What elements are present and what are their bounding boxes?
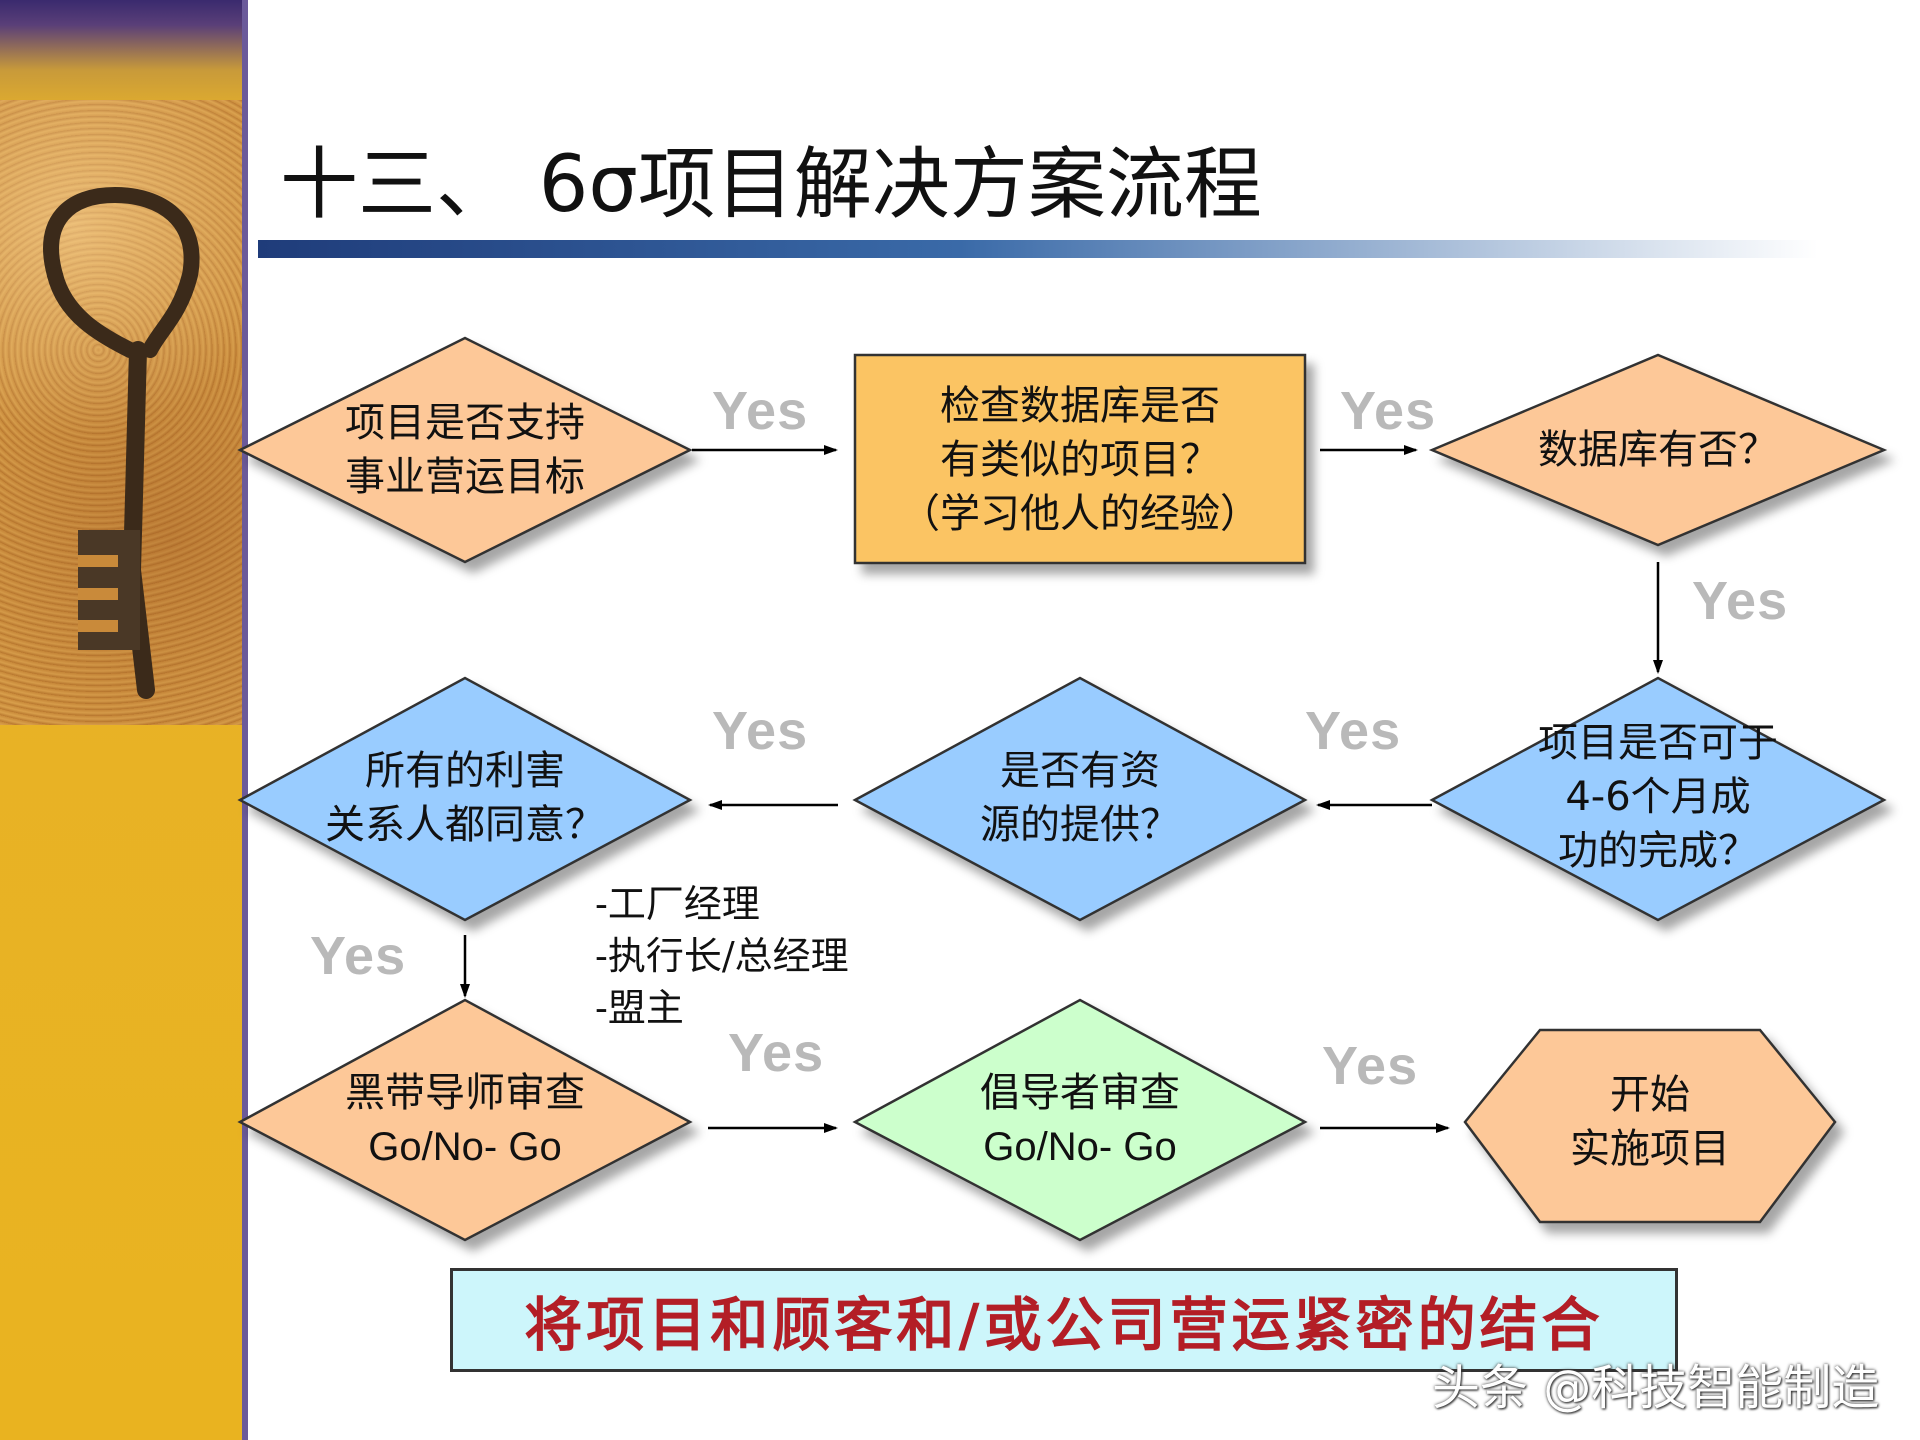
terminal-start-project <box>1463 1028 1837 1224</box>
decision-database-exists <box>1428 353 1888 547</box>
decision-champion-review <box>852 998 1308 1242</box>
yes-label-8: Yes <box>1322 1036 1419 1096</box>
yes-label-1: Yes <box>712 381 809 441</box>
decision-support-goal <box>237 336 693 564</box>
decision-stakeholders <box>237 676 693 922</box>
stakeholder-roles-list: -工厂经理 -执行长/总经理 -盟主 <box>595 878 849 1034</box>
yes-label-4: Yes <box>1305 701 1402 761</box>
yes-label-6: Yes <box>310 926 407 986</box>
title-underline <box>258 240 1818 258</box>
yes-label-3: Yes <box>1692 571 1789 631</box>
footer-banner: 将项目和顾客和/或公司营运紧密的结合 <box>450 1268 1678 1372</box>
side-decoration-band <box>0 0 248 1440</box>
node-champion-review-text: 倡导者审查 Go/No- Go <box>980 1070 1180 1169</box>
node-complete-4-6-text: 项目是否可于 4-6个月成 功的完成？ <box>1538 720 1778 874</box>
process-check-database <box>853 353 1307 565</box>
yes-label-5: Yes <box>712 701 809 761</box>
antique-key-image <box>0 100 246 725</box>
node-blackbelt-review-text: 黑带导师审查 Go/No- Go <box>345 1070 585 1169</box>
role-item: -盟主 <box>595 986 684 1030</box>
node-resources-text: 是否有资 源的提供？ <box>980 748 1180 848</box>
role-item: -工厂经理 <box>595 882 760 926</box>
watermark: 头条 @科技智能制造 <box>1432 1360 1880 1416</box>
role-item: -执行长/总经理 <box>595 934 849 978</box>
decision-blackbelt-review <box>237 998 693 1242</box>
yes-label-7: Yes <box>728 1023 825 1083</box>
node-stakeholders-text: 所有的利害 关系人都同意？ <box>325 748 605 848</box>
decision-resources <box>852 676 1308 922</box>
node-database-exists-text: 数据库有否？ <box>1538 427 1778 473</box>
node-start-project-text: 开始 实施项目 <box>1570 1072 1730 1172</box>
yes-label-2: Yes <box>1340 381 1437 441</box>
node-check-database-text: 检查数据库是否 有类似的项目？ （学习他人的经验） <box>900 383 1260 537</box>
key-icon <box>43 186 200 699</box>
page-title: 十三、 6σ项目解决方案流程 <box>280 140 1262 230</box>
decision-complete-4-6 <box>1429 676 1887 922</box>
node-support-goal-text: 项目是否支持 事业营运目标 <box>345 400 585 500</box>
footer-text: 将项目和顾客和/或公司营运紧密的结合 <box>524 1291 1604 1359</box>
